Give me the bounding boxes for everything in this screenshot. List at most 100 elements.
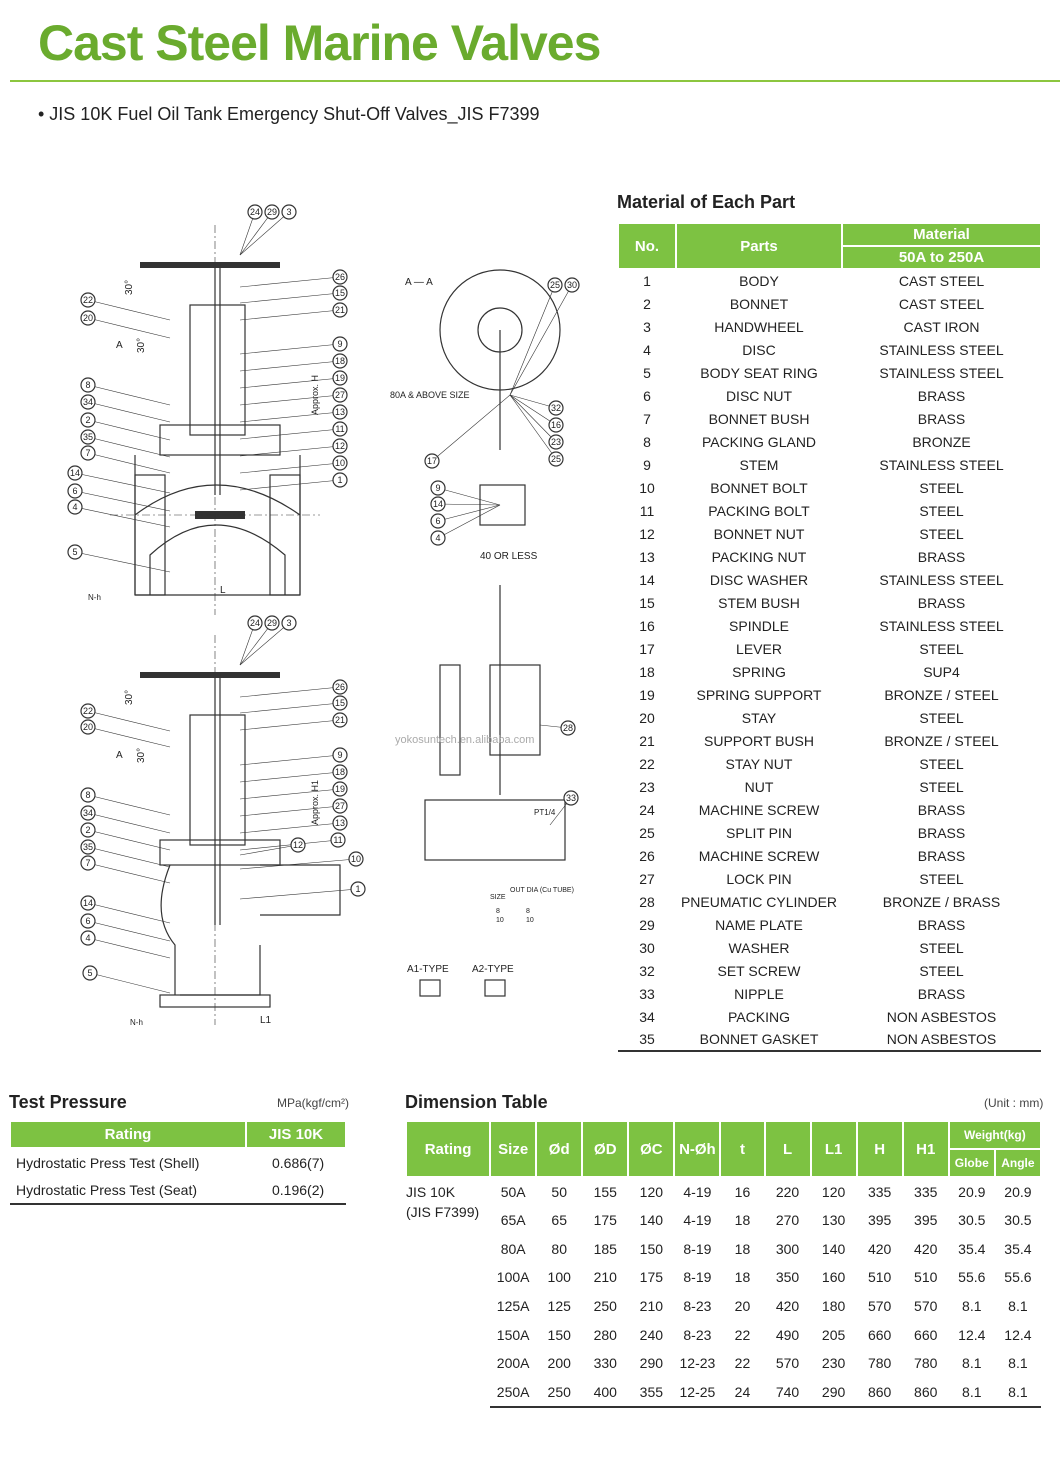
callout: 18 xyxy=(239,353,348,372)
table-cell: 150 xyxy=(639,1240,664,1257)
part-no: 23 xyxy=(639,778,655,795)
part-no: 1 xyxy=(643,273,651,289)
callout: 18 xyxy=(239,764,348,783)
svg-text:9: 9 xyxy=(337,750,342,760)
part-name: LOCK PIN xyxy=(726,870,792,887)
part-name: PNEUMATIC CYLINDER xyxy=(680,893,838,910)
callout: 1 xyxy=(239,881,366,900)
svg-text:26: 26 xyxy=(335,272,345,282)
part-material: STEEL xyxy=(919,525,964,542)
callout: 29 xyxy=(239,204,280,256)
part-material: BRASS xyxy=(917,594,966,611)
column-header: Rating xyxy=(404,1120,492,1178)
part-name: LEVER xyxy=(736,640,782,657)
callout: 13 xyxy=(239,815,348,834)
part-material: NON ASBESTOS xyxy=(842,1028,1041,1052)
table-cell: 12.4 xyxy=(958,1326,986,1343)
column-header: t xyxy=(719,1120,766,1178)
callout: 16 xyxy=(509,394,564,433)
callout: 20 xyxy=(80,310,171,339)
svg-text:34: 34 xyxy=(83,397,93,407)
part-material: BRASS xyxy=(917,548,966,565)
table-cell: 210 xyxy=(593,1269,617,1286)
part-no: 18 xyxy=(639,663,655,680)
svg-text:26: 26 xyxy=(335,682,345,692)
callout: 30 xyxy=(509,277,580,396)
dim-L: L xyxy=(220,585,226,596)
section-a-a-drawing xyxy=(419,269,566,997)
callout: 9 xyxy=(239,747,348,766)
svg-text:2: 2 xyxy=(85,415,90,425)
table-cell: 355 xyxy=(628,1377,675,1408)
svg-text:25: 25 xyxy=(550,280,560,290)
svg-text:9: 9 xyxy=(435,483,440,493)
part-no: 26 xyxy=(639,847,655,864)
part-name: NUT xyxy=(744,778,774,795)
svg-text:29: 29 xyxy=(267,618,277,628)
table-cell: 860 xyxy=(856,1377,903,1408)
part-material: BRONZE / BRASS xyxy=(882,893,1001,910)
table-cell: 80 xyxy=(551,1240,567,1257)
svg-text:13: 13 xyxy=(335,407,345,417)
table-cell: 100 xyxy=(547,1269,571,1286)
callout: 22 xyxy=(80,703,171,732)
part-no: 8 xyxy=(643,433,651,450)
part-name: DISC xyxy=(742,341,776,358)
table-cell: 205 xyxy=(821,1326,846,1343)
table-cell: 8.1 xyxy=(962,1298,982,1315)
svg-text:14: 14 xyxy=(83,898,93,908)
part-no: 16 xyxy=(639,617,655,634)
callout: 24 xyxy=(239,204,263,256)
size-note: 80A & ABOVE SIZE xyxy=(390,390,470,400)
part-name: BODY xyxy=(739,273,779,289)
table-cell: 150A xyxy=(496,1326,530,1343)
part-material: SUP4 xyxy=(923,663,960,680)
table-cell: 860 xyxy=(902,1377,949,1408)
svg-text:14: 14 xyxy=(70,468,80,478)
svg-text:N-h: N-h xyxy=(88,593,101,602)
table-cell: 330 xyxy=(593,1355,617,1372)
part-material: STEEL xyxy=(919,962,964,979)
table-cell: 18 xyxy=(734,1240,751,1257)
angle-valve-drawing xyxy=(140,635,341,1025)
callout: 11 xyxy=(239,832,346,851)
callout: 24 xyxy=(239,615,263,666)
part-name: BONNET GASKET xyxy=(676,1028,842,1052)
table-cell: 335 xyxy=(914,1183,938,1200)
callout: 9 xyxy=(239,336,348,355)
table-cell: 22 xyxy=(734,1355,751,1372)
svg-text:8: 8 xyxy=(85,790,90,800)
angle-label: 30° xyxy=(124,280,135,295)
table-cell: 175 xyxy=(639,1269,664,1286)
part-material: STAINLESS STEEL xyxy=(879,571,1004,588)
svg-text:3: 3 xyxy=(286,618,291,628)
svg-text:33: 33 xyxy=(566,793,576,803)
table-cell: 510 xyxy=(914,1269,938,1286)
callout: 1 xyxy=(239,472,348,491)
table-cell: 30.5 xyxy=(1004,1212,1032,1229)
table-cell: 120 xyxy=(639,1183,664,1200)
header-parts: Parts xyxy=(675,222,843,270)
globe-valve-drawing xyxy=(110,225,320,615)
callout: 32 xyxy=(509,394,564,416)
svg-text:25: 25 xyxy=(551,454,561,464)
part-material: BRONZE / STEEL xyxy=(884,686,999,703)
part-name: NIPPLE xyxy=(734,985,784,1002)
part-no: 10 xyxy=(639,479,655,496)
callout: 33 xyxy=(549,790,579,826)
angle-label: 30° xyxy=(124,690,135,705)
material-heading: Material of Each Part xyxy=(617,192,796,212)
